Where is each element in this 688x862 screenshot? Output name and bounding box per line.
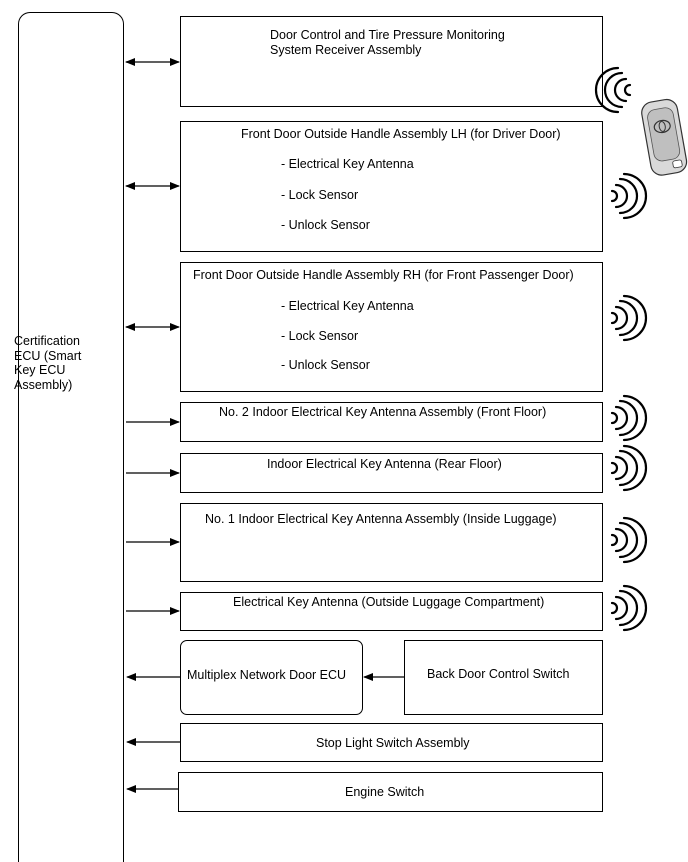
certification-ecu-label: Certification ECU (Smart Key ECU Assembl…: [14, 334, 82, 392]
antenna-rear-floor-box: Indoor Electrical Key Antenna (Rear Floo…: [180, 453, 603, 493]
radio-wave-icon: [610, 516, 648, 564]
back-door-control-switch-box: Back Door Control Switch: [404, 640, 603, 715]
multiplex-network-door-ecu-box: Multiplex Network Door ECU: [180, 640, 363, 715]
handle-lh-box: Front Door Outside Handle Assembly LH (f…: [180, 121, 603, 252]
antenna-outside-luggage-box: Electrical Key Antenna (Outside Luggage …: [180, 592, 603, 631]
antenna-inside-luggage-box: No. 1 Indoor Electrical Key Antenna Asse…: [180, 503, 603, 582]
radio-wave-icon: [594, 66, 632, 114]
radio-wave-icon: [610, 394, 648, 442]
antenna-front-floor-box: No. 2 Indoor Electrical Key Antenna Asse…: [180, 402, 603, 442]
radio-wave-icon: [610, 584, 648, 632]
receiver-assembly-box: Door Control and Tire Pressure Monitorin…: [180, 16, 603, 107]
engine-switch-box: Engine Switch: [178, 772, 603, 812]
smart-key-fob-icon: [641, 98, 688, 176]
radio-wave-icon: [610, 444, 648, 492]
certification-ecu-box: [18, 12, 124, 862]
handle-rh-box: Front Door Outside Handle Assembly RH (f…: [180, 262, 603, 392]
stop-light-switch-box: Stop Light Switch Assembly: [180, 723, 603, 762]
radio-wave-icon: [610, 294, 648, 342]
radio-wave-icon: [610, 172, 648, 220]
